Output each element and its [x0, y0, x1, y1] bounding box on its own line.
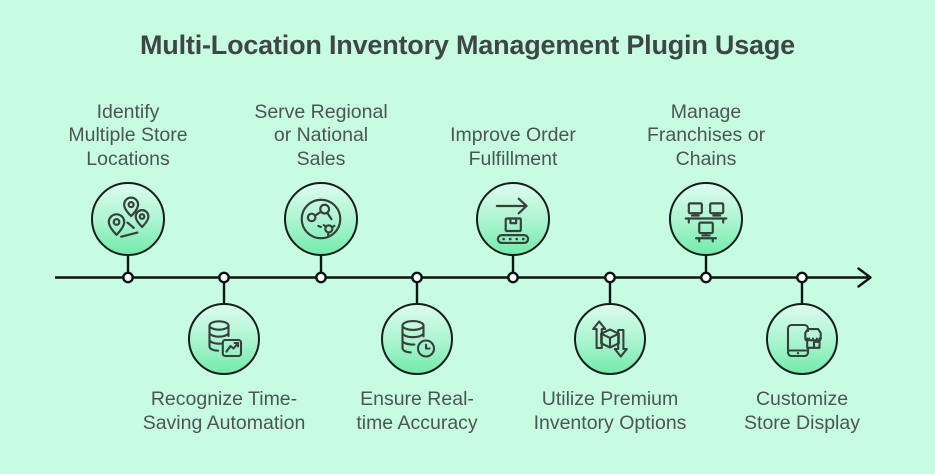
step-label: Utilize Premium Inventory Options — [533, 388, 687, 434]
database-chart-icon — [208, 320, 243, 358]
globe-network-icon — [300, 198, 342, 240]
step-circle — [381, 303, 453, 375]
step-circle — [574, 303, 646, 375]
timeline-node — [411, 271, 423, 284]
step-circle — [188, 303, 260, 375]
page-title: Multi-Location Inventory Management Plug… — [140, 30, 795, 60]
cube-transfer-icon — [592, 320, 628, 358]
conveyor-belt-icon — [495, 197, 530, 244]
timeline-node — [218, 271, 230, 284]
timeline-node — [700, 271, 712, 284]
step-label: Recognize Time- Saving Automation — [142, 388, 306, 434]
step-circle — [669, 182, 743, 256]
timeline-arrowhead-icon — [857, 267, 872, 288]
timeline-node — [796, 271, 808, 284]
step-label: Customize Store Display — [744, 388, 860, 434]
step-label: Serve Regional or National Sales — [254, 100, 388, 170]
timeline-node — [315, 271, 327, 284]
monitors-network-icon — [684, 202, 728, 243]
map-pins-icon — [107, 196, 150, 238]
step-label: Manage Franchises or Chains — [646, 100, 766, 170]
step-label: Identify Multiple Store Locations — [68, 100, 188, 170]
timeline-node — [507, 271, 519, 284]
step-circle — [766, 303, 838, 375]
step-circle — [284, 182, 358, 256]
timeline-node — [122, 271, 134, 284]
step-label: Ensure Real- time Accuracy — [356, 388, 478, 434]
timeline-node — [604, 271, 616, 284]
database-clock-icon — [401, 320, 436, 358]
step-circle — [91, 182, 165, 256]
phone-store-icon — [786, 323, 822, 358]
step-label: Improve Order Fulfillment — [450, 124, 576, 170]
step-circle — [476, 182, 550, 256]
